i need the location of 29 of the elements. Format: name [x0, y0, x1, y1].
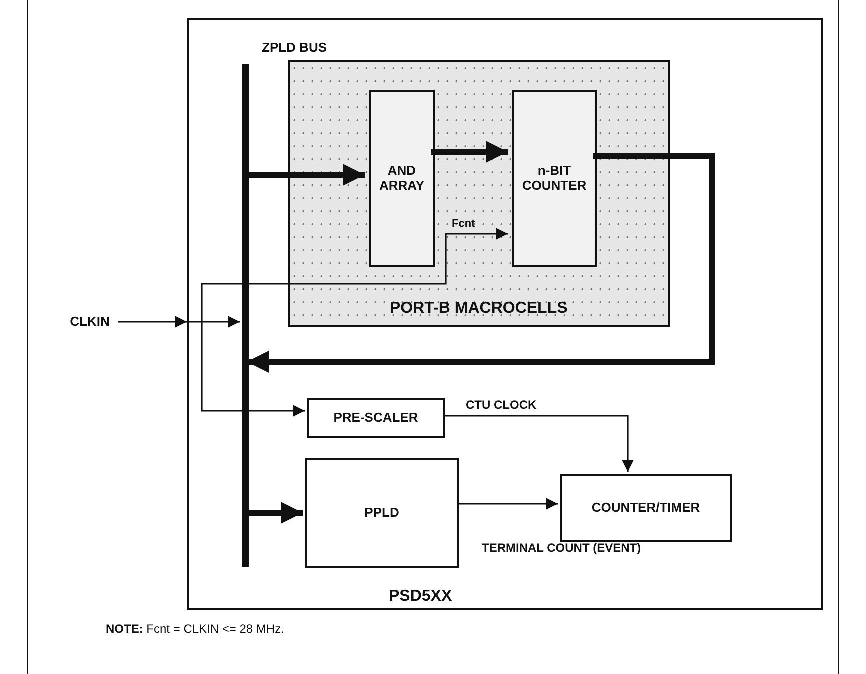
edge-label: Fcnt [452, 218, 476, 230]
function-box [369, 90, 435, 267]
block-label: n-BIT COUNTER [521, 162, 588, 194]
function-box [305, 458, 459, 568]
bus-arrow [431, 141, 508, 163]
block-label: COUNTER/TIMER [590, 498, 702, 517]
block-label: ZPLD BUS [262, 40, 328, 55]
signal-arrow [201, 347, 305, 417]
bus-arrow [247, 502, 303, 524]
block-label: PPLD [364, 504, 400, 522]
macrocell-block [288, 60, 670, 327]
device-block [187, 18, 823, 610]
edge-label: TERMINAL COUNT (EVENT) [482, 541, 642, 555]
block-label: AND ARRAY [378, 162, 426, 194]
function-box [512, 90, 597, 267]
signal-arrow [201, 228, 508, 347]
block-label: PORT-B MACROCELLS [390, 300, 569, 318]
note-text: NOTE: Fcnt = CLKIN <= 28 MHz. [106, 622, 284, 636]
bus-arrow [247, 153, 715, 373]
function-box [307, 398, 445, 438]
edge-label: CTU CLOCK [466, 398, 537, 412]
function-box [560, 474, 732, 542]
block-label: PRE-SCALER [332, 408, 420, 427]
signal-arrow [118, 316, 240, 328]
signal-arrow [443, 415, 634, 472]
bus-arrow [247, 164, 365, 186]
block-label: PSD5XX [389, 588, 454, 606]
block-label: CLKIN [69, 312, 111, 331]
signal-arrow [457, 498, 558, 510]
